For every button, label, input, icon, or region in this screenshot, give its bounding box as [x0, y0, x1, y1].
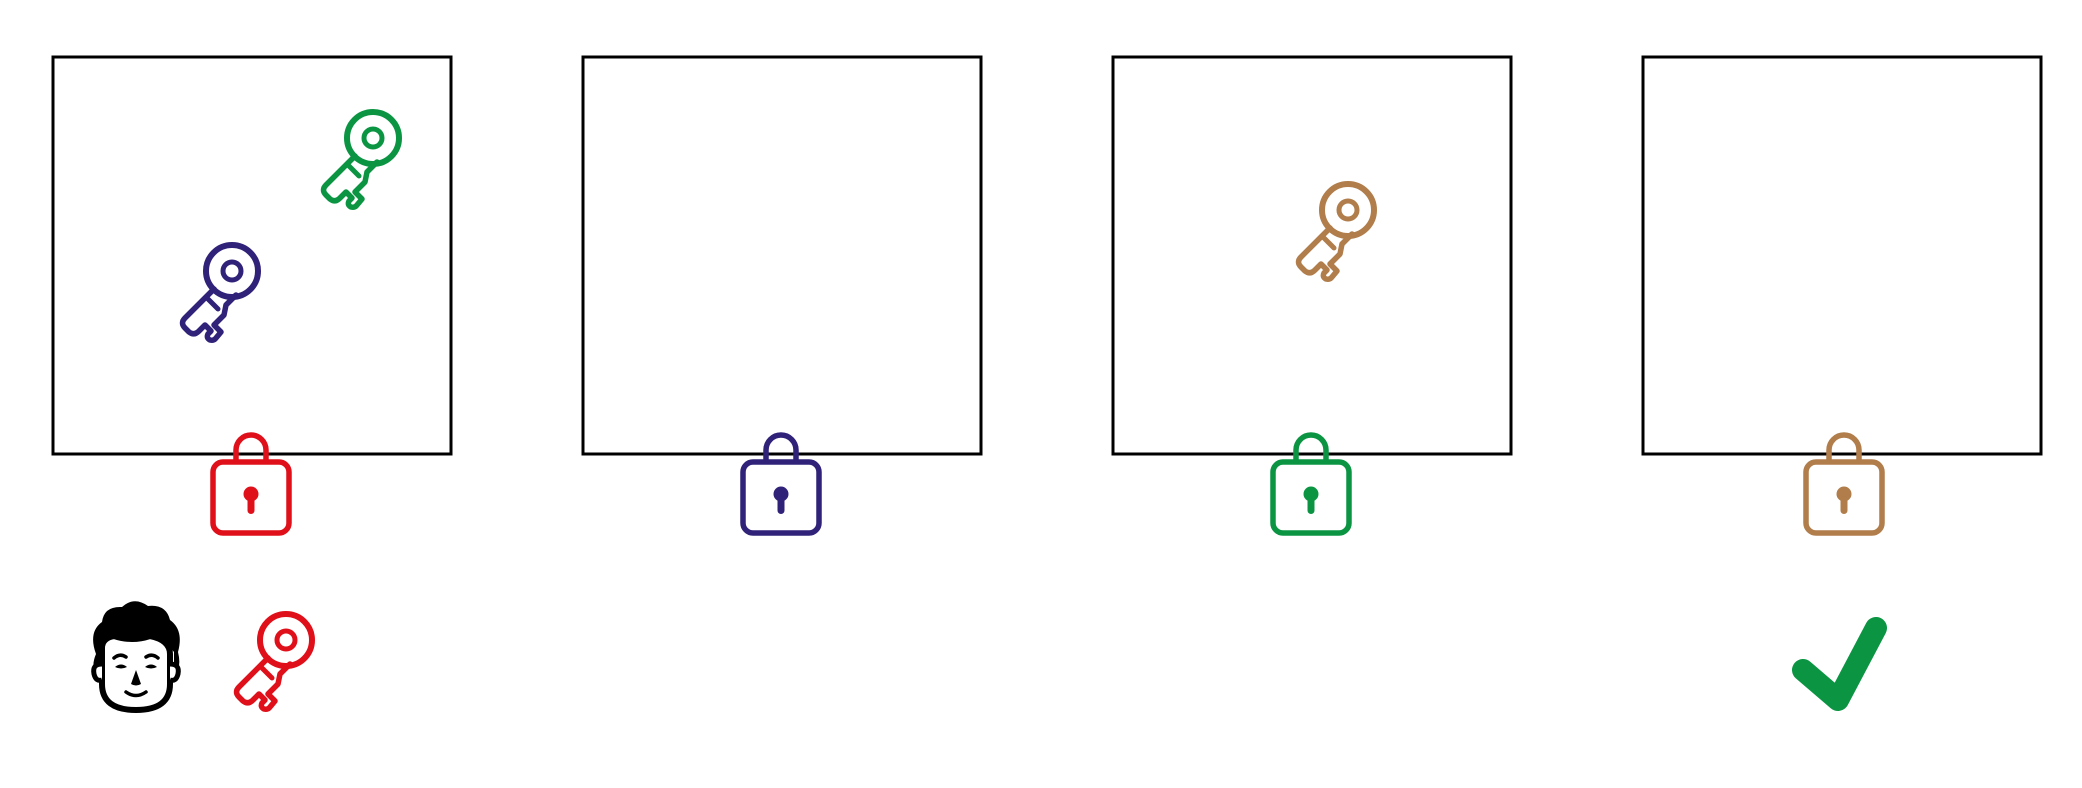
- room-3-frame: [1111, 55, 1513, 456]
- room-1: [51, 55, 453, 533]
- room-2: [581, 55, 983, 533]
- key-icon[interactable]: [324, 112, 400, 207]
- person-face-icon: [91, 601, 181, 714]
- room-4: [1641, 55, 2043, 533]
- key-icon[interactable]: [1299, 184, 1375, 279]
- room-4-frame: [1641, 55, 2043, 456]
- held-key-icon[interactable]: [237, 614, 313, 709]
- key-icon[interactable]: [183, 245, 259, 340]
- padlock-icon[interactable]: [743, 435, 819, 533]
- padlock-icon[interactable]: [213, 435, 289, 533]
- checkmark-icon: [1792, 617, 1887, 711]
- padlock-icon[interactable]: [1273, 435, 1349, 533]
- padlock-icon[interactable]: [1806, 435, 1882, 533]
- room-1-frame: [51, 55, 453, 456]
- room-3: [1111, 55, 1513, 533]
- room-2-frame: [581, 55, 983, 456]
